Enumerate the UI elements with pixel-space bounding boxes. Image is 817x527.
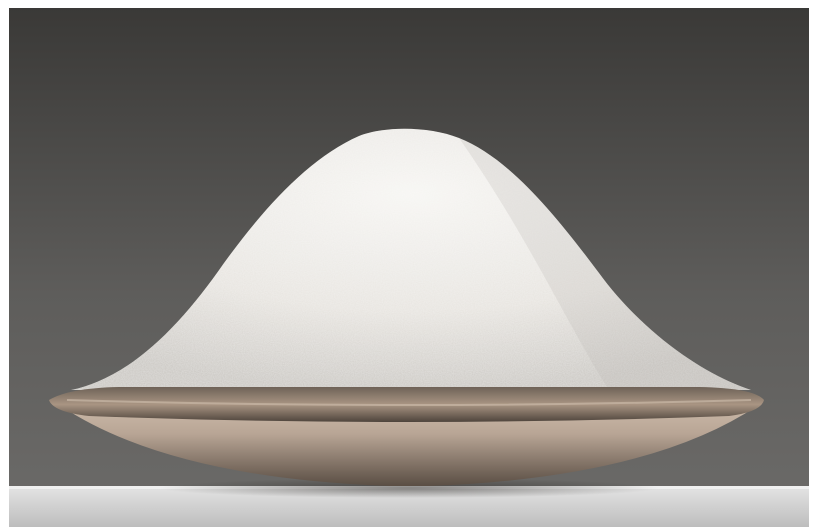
dish-rim-highlight xyxy=(66,399,752,406)
photo-canvas xyxy=(9,8,809,527)
powder-shading xyxy=(459,138,751,390)
dish-shadow xyxy=(159,478,659,498)
powder-heap xyxy=(71,128,751,390)
product-photo xyxy=(9,8,809,527)
dish-body xyxy=(61,406,757,486)
